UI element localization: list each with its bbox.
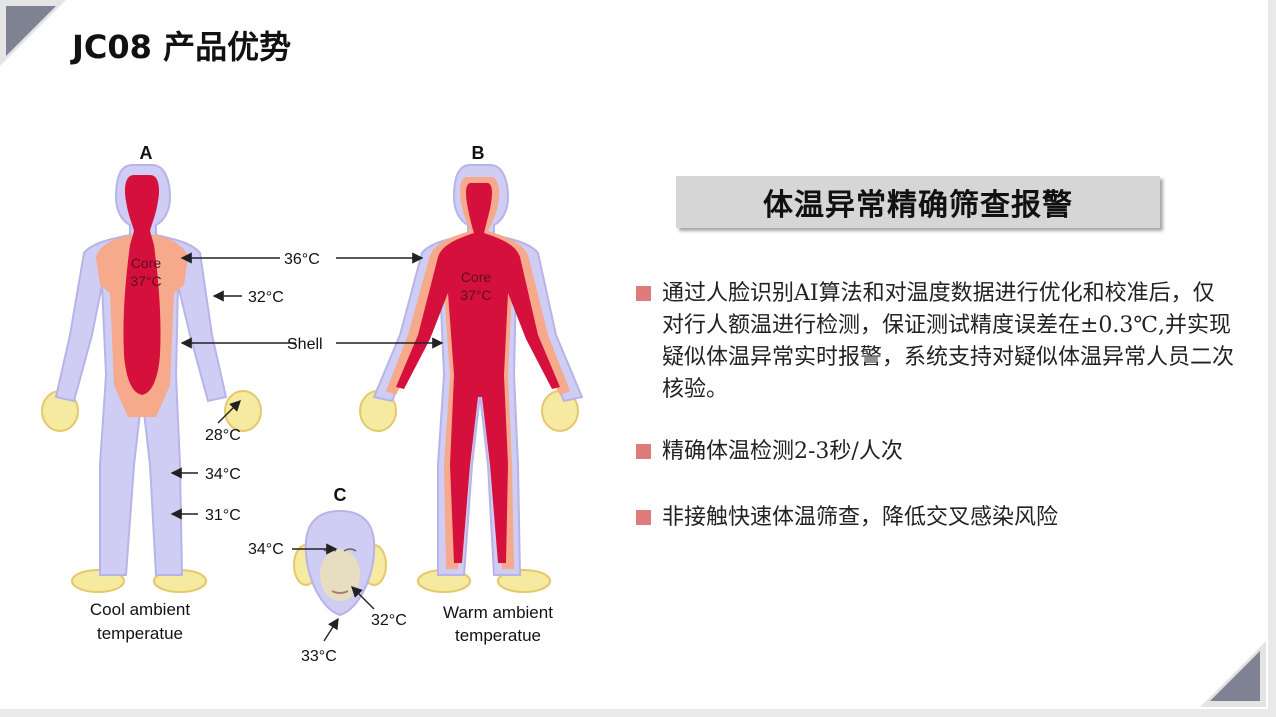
caption-cool-line1: Cool ambient	[90, 600, 190, 619]
label-36c: 36°C	[284, 251, 320, 268]
label-32c: 32°C	[248, 289, 284, 306]
caption-warm-line1: Warm ambient	[443, 603, 553, 622]
feature-text: 通过人脸识别AI算法和对温度数据进行优化和校准后，仅对行人额温进行检测，保证测试…	[662, 281, 1235, 402]
bullet-square-icon	[636, 510, 651, 525]
label-31c: 31°C	[205, 507, 241, 524]
body-temperature-diagram: A Core 37°C B Core 37°C C	[41, 143, 584, 665]
headline-text: 体温异常精确筛查报警	[763, 188, 1073, 223]
headline-box: 体温异常精确筛查报警	[676, 176, 1160, 228]
panel-c-label: C	[334, 485, 347, 505]
feature-item: 非接触快速体温筛查，降低交叉感染风险	[636, 502, 1236, 534]
label-28c: 28°C	[205, 427, 241, 444]
label-face-32c: 32°C	[371, 612, 407, 629]
figure-b-body	[359, 164, 584, 593]
callout-lines	[170, 252, 444, 642]
panel-b-label: B	[472, 143, 485, 163]
figure-a-body	[41, 164, 262, 593]
corner-decoration-bottom-right	[1200, 641, 1266, 707]
feature-text: 非接触快速体温筛查，降低交叉感染风险	[662, 505, 1059, 530]
caption-warm-line2: temperatue	[455, 626, 541, 645]
bullet-square-icon	[636, 286, 651, 301]
slide-border-right	[1268, 0, 1276, 717]
caption-cool-line2: temperatue	[97, 624, 183, 643]
core-label-b: Core	[461, 269, 492, 285]
slide-border-bottom	[0, 709, 1276, 717]
feature-list: 通过人脸识别AI算法和对温度数据进行优化和校准后，仅对行人额温进行检测，保证测试…	[636, 278, 1236, 534]
corner-decoration-top-left	[0, 0, 66, 66]
label-face-33c: 33°C	[301, 648, 337, 665]
feature-item: 通过人脸识别AI算法和对温度数据进行优化和校准后，仅对行人额温进行检测，保证测试…	[636, 278, 1236, 406]
feature-text: 精确体温检测2-3秒/人次	[662, 439, 903, 464]
core-temp-a: 37°C	[130, 273, 161, 289]
label-shell: Shell	[287, 336, 323, 353]
core-label-a: Core	[131, 255, 162, 271]
page-title: JC08 产品优势	[72, 28, 292, 66]
bullet-square-icon	[636, 444, 651, 459]
label-34c: 34°C	[205, 466, 241, 483]
label-face-34c: 34°C	[248, 541, 284, 558]
figure-c-face	[293, 509, 387, 617]
panel-a-label: A	[140, 143, 153, 163]
feature-item: 精确体温检测2-3秒/人次	[636, 436, 1236, 468]
core-temp-b: 37°C	[460, 287, 491, 303]
